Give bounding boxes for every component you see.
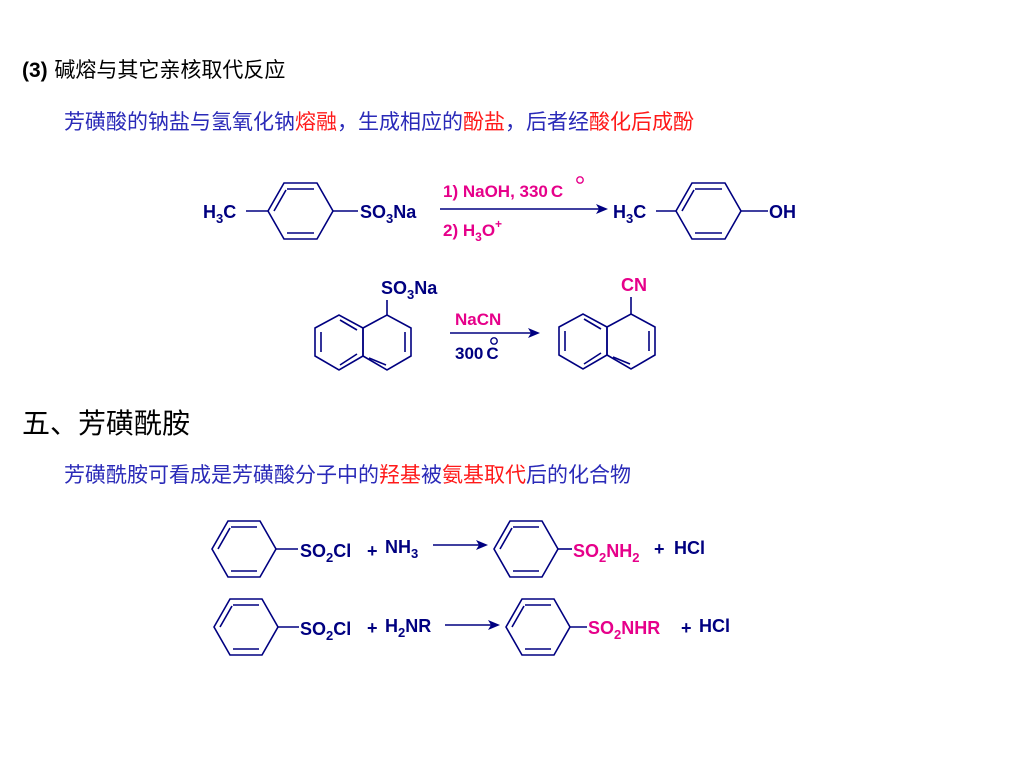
condition-acidify: 2) H3O+ xyxy=(443,217,502,244)
benzene-ring xyxy=(211,520,277,578)
reaction-3: SO2Cl + NH3 SO2NH2 + HCl xyxy=(211,520,705,578)
section3-description: 芳磺酸的钠盐与氢氧化钠熔融，生成相应的酚盐，后者经酸化后成酚 xyxy=(64,106,694,136)
methyl-group-label: H3C xyxy=(203,202,236,226)
arrow-head xyxy=(476,540,488,550)
sulfonamide-label: SO2NH2 xyxy=(573,541,639,565)
reaction-4: SO2Cl + H2NR SO2NHR + HCl xyxy=(213,598,730,656)
hydroxyl-group-label: OH xyxy=(769,202,796,222)
section-heading-5: 五、芳磺酰胺 xyxy=(22,407,191,440)
degree-symbol xyxy=(576,176,584,184)
section-number: (3) xyxy=(22,59,48,82)
section5-description: 芳磺酰胺可看成是芳磺酸分子中的羟基被氨基取代后的化合物 xyxy=(64,459,631,489)
desc-emphasis: 氨基取代 xyxy=(442,463,526,487)
plus-sign: + xyxy=(367,541,378,561)
benzene-ring xyxy=(493,520,559,578)
sulfonamide-label: SO2NHR xyxy=(588,618,660,642)
plus-sign: + xyxy=(654,539,665,559)
plus-sign: + xyxy=(367,618,378,638)
degree-symbol xyxy=(490,337,498,345)
desc-emphasis: 酸化后成酚 xyxy=(589,110,694,134)
desc-part: ，后者经 xyxy=(505,110,589,134)
benzene-ring xyxy=(505,598,571,656)
reagent-nacn: NaCN xyxy=(455,310,501,329)
section-title: 碱熔与其它亲核取代反应 xyxy=(54,58,286,82)
sulfonyl-chloride-label: SO2Cl xyxy=(300,619,351,643)
product-naphthonitrile: CN xyxy=(558,275,656,370)
benzene-ring xyxy=(213,598,279,656)
desc-part: 芳磺酸的钠盐与氢氧化钠 xyxy=(64,110,295,134)
desc-emphasis: 羟基 xyxy=(379,463,421,487)
naphthalene-rings xyxy=(314,314,412,371)
desc-emphasis: 熔融 xyxy=(295,110,337,134)
section-heading-3: (3) 碱熔与其它亲核取代反应 xyxy=(22,54,285,84)
arrow-head xyxy=(596,204,608,214)
naphthalene-rings xyxy=(558,313,656,370)
hcl-label: HCl xyxy=(674,538,705,558)
ammonia-label: NH3 xyxy=(385,537,418,561)
plus-sign: + xyxy=(681,618,692,638)
nitrile-group-label: CN xyxy=(621,275,647,295)
arrow-head xyxy=(528,328,540,338)
hcl-label: HCl xyxy=(699,616,730,636)
arrow-head xyxy=(488,620,500,630)
desc-part: 芳磺酰胺可看成是芳磺酸分子中的 xyxy=(64,463,379,487)
amine-label: H2NR xyxy=(385,616,431,640)
desc-part: 后的化合物 xyxy=(526,463,631,487)
desc-part: 被 xyxy=(421,463,442,487)
sulfonyl-chloride-label: SO2Cl xyxy=(300,541,351,565)
desc-emphasis: 酚盐 xyxy=(463,110,505,134)
desc-part: ，生成相应的 xyxy=(337,110,463,134)
